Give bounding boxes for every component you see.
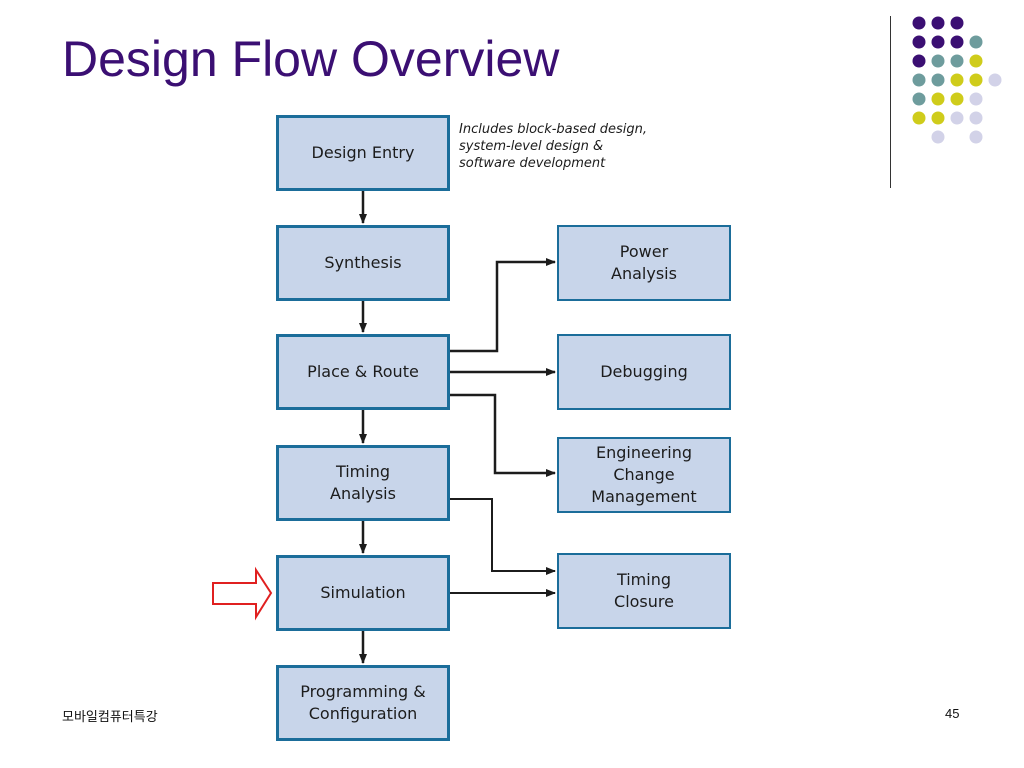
step-timing-analysis: Timing Analysis xyxy=(276,445,450,521)
title-divider-line xyxy=(890,16,891,188)
decorative-dot xyxy=(912,73,926,87)
footer-course-name: 모바일컴퓨터특강 xyxy=(62,709,158,724)
decorative-dot xyxy=(950,35,964,49)
decorative-dot xyxy=(950,92,964,106)
decorative-dot xyxy=(931,73,945,87)
slide-title: Design Flow Overview xyxy=(62,31,560,87)
arrow-timing-to-closure xyxy=(450,498,556,575)
decorative-dot xyxy=(969,73,983,87)
step-simulation: Simulation xyxy=(276,555,450,631)
decorative-dot xyxy=(931,35,945,49)
decorative-dot xyxy=(969,54,983,68)
decorative-dot xyxy=(931,92,945,106)
decorative-dot xyxy=(969,92,983,106)
arrow-to-engineering-change xyxy=(450,393,556,477)
decorative-dot xyxy=(912,35,926,49)
arrow-to-power-analysis xyxy=(450,258,556,353)
side-debugging: Debugging xyxy=(557,334,731,410)
decorative-dot xyxy=(931,54,945,68)
side-timing-closure: Timing Closure xyxy=(557,553,731,629)
decorative-dot xyxy=(912,54,926,68)
decorative-dot xyxy=(969,111,983,125)
decorative-dot xyxy=(969,35,983,49)
step-synthesis: Synthesis xyxy=(276,225,450,301)
page-number: 45 xyxy=(945,706,960,721)
step-place-route: Place & Route xyxy=(276,334,450,410)
step-design-entry: Design Entry xyxy=(276,115,450,191)
decorative-dot xyxy=(931,111,945,125)
step-programming-configuration: Programming & Configuration xyxy=(276,665,450,741)
side-engineering-change-management: Engineering Change Management xyxy=(557,437,731,513)
decorative-dot xyxy=(912,16,926,30)
decorative-dot xyxy=(988,73,1002,87)
decorative-dot xyxy=(950,16,964,30)
decorative-dot xyxy=(969,130,983,144)
decorative-dot xyxy=(912,111,926,125)
decorative-dot xyxy=(950,73,964,87)
side-power-analysis: Power Analysis xyxy=(557,225,731,301)
pointer-arrow-icon xyxy=(212,566,273,621)
design-entry-note: Includes block-based design, system-leve… xyxy=(459,122,648,171)
decorative-dot xyxy=(950,111,964,125)
decorative-dot xyxy=(931,130,945,144)
decorative-dot xyxy=(950,54,964,68)
decorative-dot xyxy=(912,92,926,106)
decorative-dot xyxy=(931,16,945,30)
